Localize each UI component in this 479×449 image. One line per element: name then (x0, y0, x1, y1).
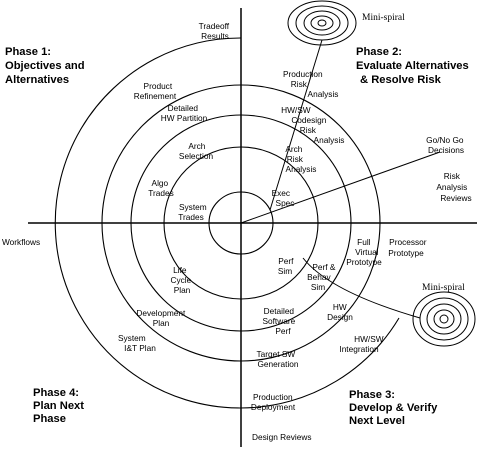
perf-sim-label: Perf Sim (278, 256, 296, 276)
phase-1-title: Phase 1: Objectives and Alternatives (5, 46, 88, 86)
perf-behav-sim-label: Perf & Behav Sim (307, 262, 338, 292)
mini-spiral-connector-top (269, 39, 323, 211)
spiral-outer-arc (54, 37, 400, 409)
detailed-hw-partition-label: Detailed HW Partition (161, 103, 208, 123)
workflows-label: Workflows (2, 237, 40, 247)
phase-3-title: Phase 3: Develop & Verify Next Level (349, 389, 440, 427)
phase-2-title: Phase 2: Evaluate Alternatives & Resolve… (356, 46, 472, 86)
spiral-ring-4 (101, 84, 381, 362)
mini-spiral-top-icon (287, 0, 357, 46)
hw-design-label: HW Design (327, 302, 353, 322)
hw-sw-integration-label: HW/SW Integration (339, 334, 386, 354)
algo-trades-label: Algo Trades (148, 178, 174, 198)
design-reviews-label: Design Reviews (252, 432, 311, 442)
arch-selection-label: Arch Selection (179, 141, 214, 161)
system-trades-label: System Trades (178, 202, 209, 222)
exec-spec-label: Exec Spec (272, 188, 295, 208)
processor-prototype-label: Processor Prototype (388, 237, 429, 258)
development-plan-label: Development Plan (136, 308, 187, 328)
phase-4-title: Phase 4: Plan Next Phase (33, 387, 87, 425)
production-deployment-label: Production Deployment (251, 392, 296, 412)
target-sw-generation-label: Target SW Generation (256, 349, 298, 369)
spiral-ring-1 (208, 191, 274, 255)
detailed-software-perf-label: Detailed Software Perf (262, 306, 297, 336)
mini-spiral-connector-bottom (302, 257, 421, 319)
product-refinement-label: Product Refinement (134, 81, 177, 101)
hw-sw-codesign-risk-analysis-label: HW/SW Codesign Risk Analysis (281, 105, 344, 145)
tradeoff-results-label: Tradeoff Results (199, 21, 232, 41)
go-no-go-line (240, 151, 441, 224)
mini-spiral-bottom-icon (412, 291, 476, 347)
system-it-plan-label: System I&T Plan (118, 333, 156, 353)
risk-analysis-reviews-label: Risk Analysis Reviews (436, 171, 471, 203)
mini-spiral-top-label: Mini-spiral (362, 13, 405, 23)
mini-spiral-bottom-label: Mini-spiral (422, 283, 465, 293)
full-virtual-prototype-label: Full Virtual Prototype (346, 237, 382, 267)
life-cycle-plan-label: Life Cycle Plan (170, 265, 193, 295)
spiral-ring-3 (130, 114, 352, 332)
arch-risk-analysis-label: Arch Risk Analysis (285, 144, 316, 174)
spiral-ring-2 (163, 146, 319, 300)
go-no-go-label: Go/No Go Decisions (426, 135, 466, 155)
production-risk-analysis-label: Production Risk Analysis (283, 69, 338, 99)
